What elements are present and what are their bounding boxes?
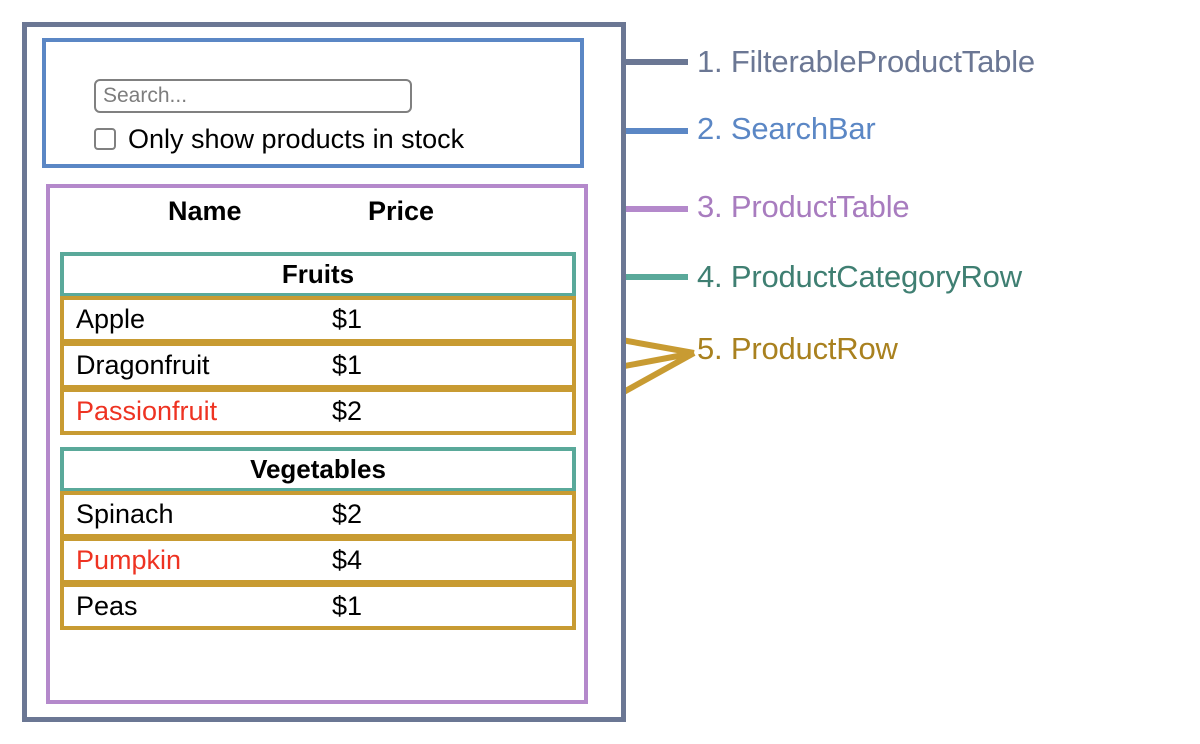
product-name: Spinach xyxy=(76,499,174,529)
search-bar: Only show products in stock xyxy=(42,38,584,168)
legend-number: 3. xyxy=(697,189,731,224)
product-category-label: Fruits xyxy=(281,259,355,289)
product-name: Apple xyxy=(76,304,146,334)
product-category-row: Vegetables xyxy=(60,447,576,492)
legend-label: SearchBar xyxy=(730,111,876,146)
product-price: $1 xyxy=(332,350,363,380)
in-stock-checkbox-label: Only show products in stock xyxy=(128,124,465,154)
product-name: Passionfruit xyxy=(76,396,218,426)
legend-number: 4. xyxy=(697,259,731,294)
product-name: Pumpkin xyxy=(76,545,182,575)
product-price: $1 xyxy=(332,304,363,334)
legend-number: 1. xyxy=(697,44,731,79)
in-stock-filter[interactable]: Only show products in stock xyxy=(94,124,464,154)
product-row: Dragonfruit $1 xyxy=(60,342,576,389)
legend-item-product-table: 3. ProductTable xyxy=(697,189,910,225)
legend-label: ProductCategoryRow xyxy=(730,259,1022,294)
group-spacer xyxy=(60,435,576,447)
legend-item-filterable-product-table: 1. FilterableProductTable xyxy=(697,44,1035,80)
legend-label: FilterableProductTable xyxy=(730,44,1035,79)
legend-number: 5. xyxy=(697,331,731,366)
product-name: Dragonfruit xyxy=(76,350,210,380)
product-row: Spinach $2 xyxy=(60,491,576,538)
product-category-label: Vegetables xyxy=(250,454,386,484)
product-row: Peas $1 xyxy=(60,583,576,630)
product-price: $1 xyxy=(332,591,363,621)
product-price: $4 xyxy=(332,545,363,575)
product-price: $2 xyxy=(332,396,363,426)
product-row: Passionfruit $2 xyxy=(60,388,576,435)
column-header-name: Name xyxy=(168,196,242,226)
in-stock-checkbox[interactable] xyxy=(94,128,116,150)
product-price: $2 xyxy=(332,499,363,529)
product-table-body: Fruits Apple $1 Dragonfruit $1 Passionfr… xyxy=(60,252,576,630)
product-name: Peas xyxy=(76,591,138,621)
legend-item-search-bar: 2. SearchBar xyxy=(697,111,876,147)
legend-item-product-category-row: 4. ProductCategoryRow xyxy=(697,259,1022,295)
legend-label: ProductRow xyxy=(730,331,898,366)
legend-item-product-row: 5. ProductRow xyxy=(697,331,898,367)
legend-number: 2. xyxy=(697,111,731,146)
column-header-price: Price xyxy=(368,196,435,226)
search-input[interactable] xyxy=(94,79,412,113)
product-table-header: Name Price xyxy=(50,196,584,244)
product-category-row: Fruits xyxy=(60,252,576,297)
product-table: Name Price Fruits Apple $1 Dragonfruit $… xyxy=(46,184,588,704)
product-row: Pumpkin $4 xyxy=(60,537,576,584)
legend-label: ProductTable xyxy=(730,189,910,224)
product-row: Apple $1 xyxy=(60,296,576,343)
